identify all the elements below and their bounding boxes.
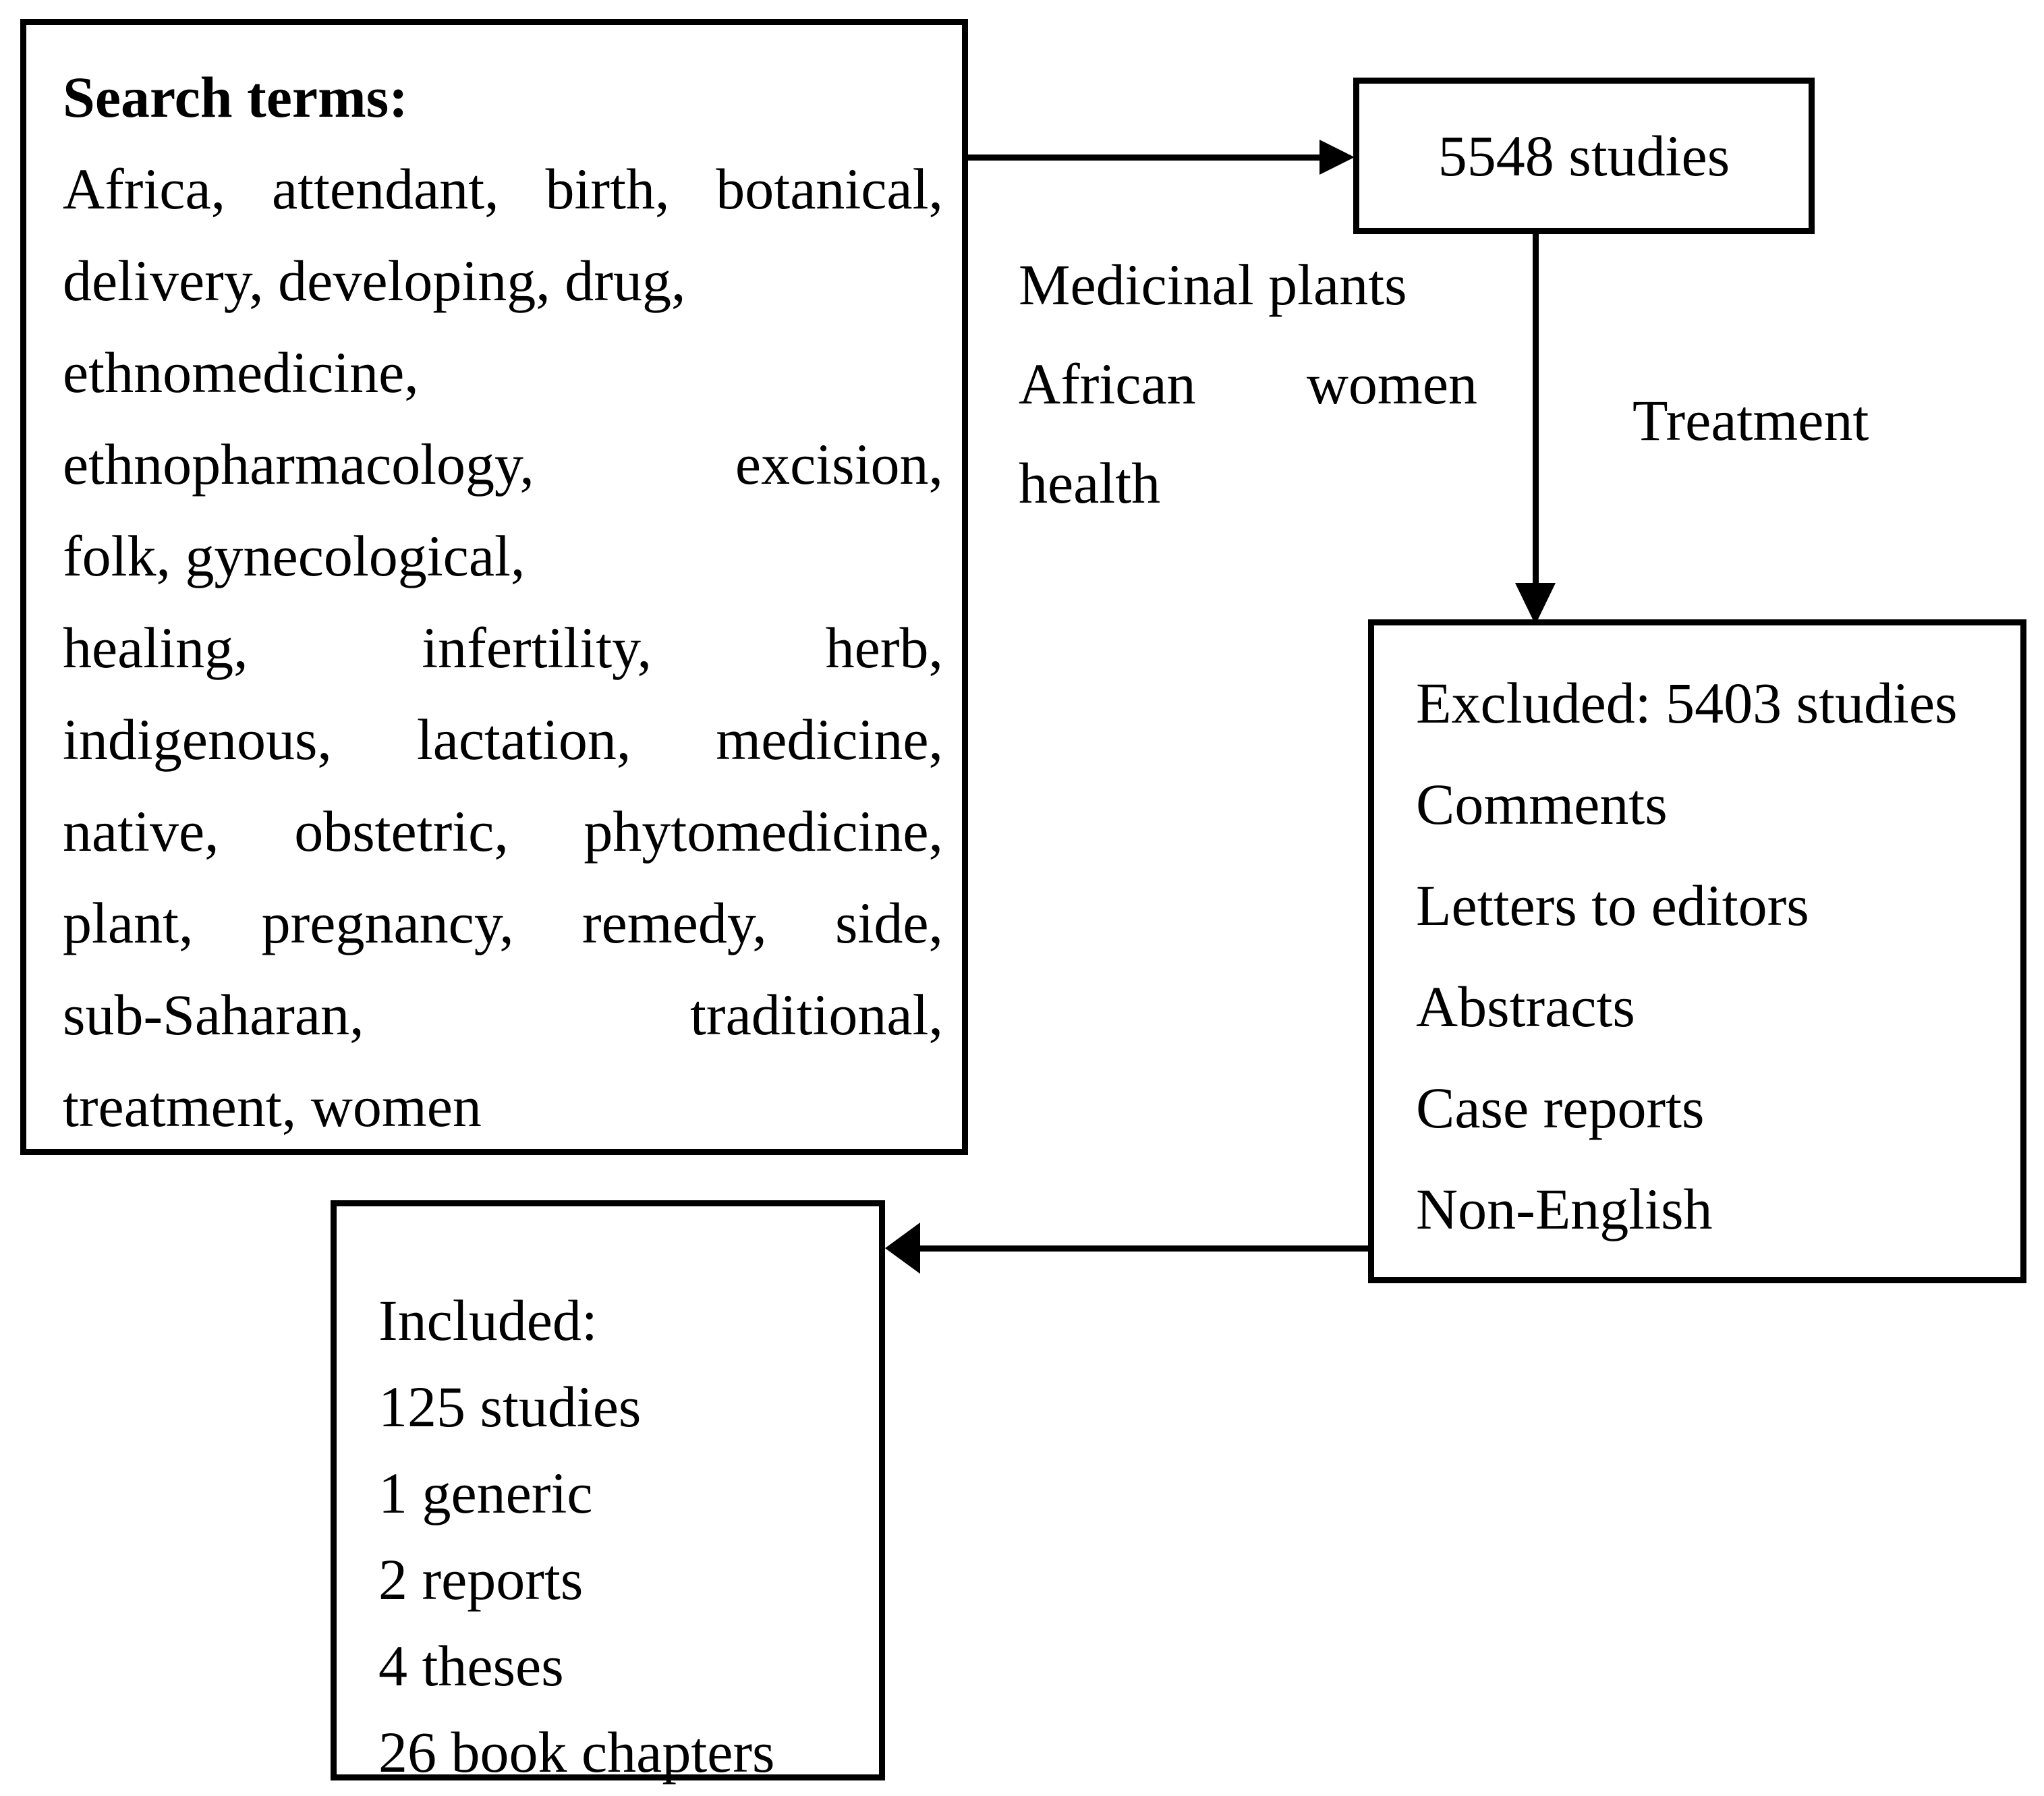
arrow-shaft: [966, 155, 1321, 161]
search-term-line: indigenous, lactation, medicine,: [63, 707, 943, 772]
treatment-label: Treatment: [1633, 388, 1869, 453]
included-line: Included:: [378, 1288, 598, 1353]
search-terms-title: Search terms:: [63, 65, 408, 130]
search-query-line: Medicinal plants: [1019, 252, 1407, 317]
excluded-line: Non-English: [1416, 1177, 1713, 1241]
studies-count-box: 5548 studies: [1353, 78, 1815, 234]
arrow-head-down-icon: [1515, 583, 1556, 625]
arrow-head-left-icon: [885, 1223, 920, 1274]
search-terms-box: Search terms: Africa, attendant, birth, …: [20, 19, 968, 1155]
excluded-line: Abstracts: [1416, 974, 1635, 1039]
search-term-line: folk, gynecological,: [63, 524, 526, 588]
included-line: 2 reports: [378, 1547, 584, 1612]
included-line: 26 book chapters: [378, 1720, 775, 1785]
excluded-line: Excluded: 5403 studies: [1416, 671, 1958, 735]
search-term-line: treatment, women: [63, 1074, 482, 1139]
included-box: Included: 125 studies 1 generic 2 reports 4 …: [331, 1200, 885, 1785]
search-terms-list: Africa, attendant, birth, botanical, deli…: [63, 143, 943, 1152]
search-term-line: Africa, attendant, birth, botanical,: [63, 157, 943, 221]
search-query-line: African women: [1019, 352, 1477, 416]
studies-count-label: 5548 studies: [1438, 123, 1730, 188]
excluded-line: Letters to editors: [1416, 873, 1809, 938]
search-term-line: plant, pregnancy, remedy, side,: [63, 891, 943, 955]
arrow-shaft: [1533, 234, 1539, 583]
arrow-shaft: [920, 1245, 1369, 1252]
arrow-head-right-icon: [1319, 140, 1355, 175]
search-query-line: health: [1019, 451, 1161, 515]
search-term-line: sub-Saharan, traditional,: [63, 982, 943, 1047]
search-term-line: ethnomedicine,: [63, 340, 419, 405]
search-term-line: healing, infertility, herb,: [63, 615, 943, 680]
included-line: 125 studies: [378, 1374, 642, 1439]
included-line: 1 generic: [378, 1461, 593, 1525]
search-term-line: delivery, developing, drug,: [63, 248, 686, 313]
search-term-line: ethnopharmacology, excision,: [63, 432, 943, 497]
included-line: 4 theses: [378, 1633, 564, 1698]
excluded-line: Comments: [1416, 772, 1668, 837]
search-term-line: native, obstetric, phytomedicine,: [63, 799, 943, 864]
excluded-line: Case reports: [1416, 1075, 1705, 1140]
